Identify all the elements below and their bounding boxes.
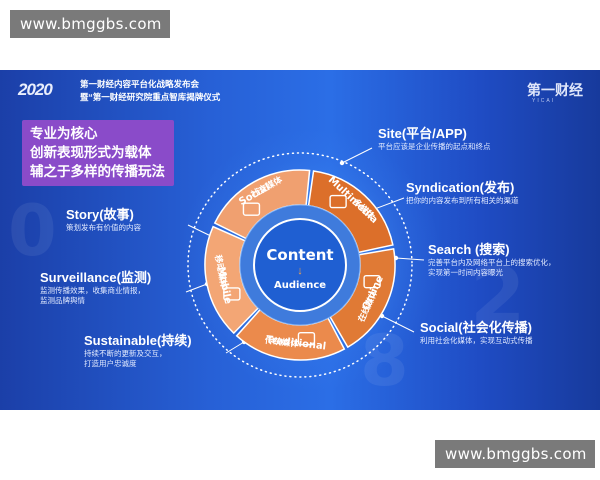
label-surveillance-desc: 监测传播效果，收集商业情报， [40,286,145,295]
center-title: Content [266,246,333,264]
label-sustainable: Sustainable(持续) 持续不断的更新及交互， 打造用户忠诚度 [84,333,192,369]
laptop-icon [297,332,316,346]
callout-line: 辅之于多样的传播玩法 [30,164,165,179]
event-year: 2020 [18,80,53,99]
background-decor: 8 [360,320,409,402]
connector-line [225,341,245,354]
label-social: Social(社会化传播) 利用社会化媒体，实现互动式传播 [420,320,533,346]
label-syndication-desc: 把你的内容发布到所有相关的渠道 [406,196,519,205]
connector-line [381,315,415,333]
outer-dotted-ring [187,152,413,378]
core-circle [253,218,347,312]
center-subtitle: Audience [274,280,326,291]
callout-line: 创新表现形式为载体 [30,145,152,160]
down-arrow-icon: ↓ [297,265,303,277]
callout-line: 专业为核心 [30,126,98,141]
label-sustainable-desc: 持续不断的更新及交互， [84,349,167,358]
phone-icon [223,287,241,301]
label-story: Story(故事) 策划发布有价值的内容 [66,207,141,233]
yicai-logo-subtext: YICAI [532,98,556,104]
label-site: Site(平台/APP) 平台应该是企业传播的起点和终点 [378,126,491,152]
tablet-icon [363,274,381,289]
key-message-callout: 专业为核心 创新表现形式为载体 辅之于多样的传播玩法 [22,120,174,186]
label-search: Search (搜索) 完善平台内及网络平台上的搜索优化， 实现第一时间内容曝光 [428,242,556,278]
label-syndication: Syndication(发布) 把你的内容发布到所有相关的渠道 [406,180,519,206]
label-story-title: Story(故事) [66,207,134,222]
background-decor: 0 [8,190,57,272]
label-social-desc: 利用社会化媒体，实现互动式传播 [420,336,533,345]
connector-line [395,257,425,261]
label-surveillance-desc: 监测品牌舆情 [40,296,85,305]
media-wheel-diagram: Content ↓ Audience 社交媒体Social多媒体Multimed… [185,147,425,378]
event-title-line1: 第一财经内容平台化战略发布会 [80,79,200,89]
connector-line [185,283,208,293]
connector-line [371,197,405,211]
label-site-desc: 平台应该是企业传播的起点和终点 [378,142,491,151]
label-search-desc: 完善平台内及网络平台上的搜索优化， [428,258,556,267]
film-strip-icon [329,194,347,209]
watermark-bottom: www.bmggbs.com [435,440,595,468]
label-sustainable-desc: 打造用户忠诚度 [84,359,137,368]
segment-cn-label: 传统媒体 [263,335,300,350]
label-story-desc: 策划发布有价值的内容 [66,223,141,232]
label-surveillance-title: Surveillance(监测) [40,270,152,285]
media-segments [204,169,396,361]
slide: 0 2 8 2020 第一财经内容平台化战略发布会 暨“第一财经研究院重点智库揭… [0,70,600,410]
label-social-title: Social(社会化传播) [420,320,532,335]
label-search-title: Search (搜索) [428,242,510,257]
label-search-desc: 实现第一时间内容曝光 [428,268,503,277]
people-icon [242,202,261,216]
label-site-title: Site(平台/APP) [378,126,467,141]
event-title-line2: 暨“第一财经研究院重点智库揭牌仪式 [80,92,221,102]
background-decor: 2 [470,250,526,343]
label-surveillance: Surveillance(监测) 监测传播效果，收集商业情报， 监测品牌舆情 [40,270,151,306]
label-syndication-title: Syndication(发布) [406,180,515,195]
label-sustainable-title: Sustainable(持续) [84,333,192,348]
watermark-top: www.bmggbs.com [10,10,170,38]
connector-line [341,147,373,164]
yicai-logo: 第一财经 [527,82,583,98]
